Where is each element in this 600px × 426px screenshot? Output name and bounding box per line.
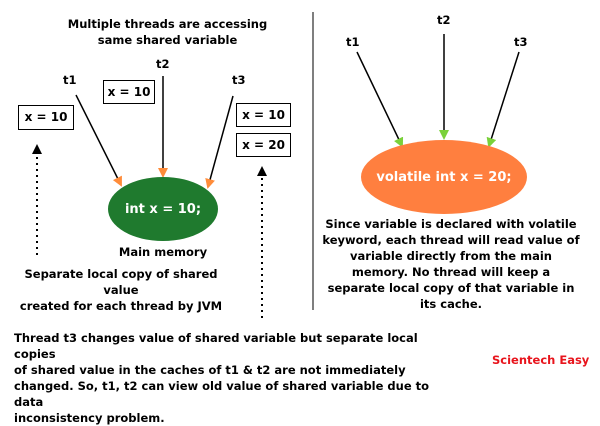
arrow-t1-left [75,94,122,187]
volatile-description-line: Since variable is declared with volatile [325,217,577,231]
diagram-lines [32,12,520,318]
brand-label: Scientech Easy [492,353,590,367]
thread-label-t1-left: t1 [63,73,77,87]
left-heading-line2: same shared variable [97,33,238,47]
volatile-description-line: its cache. [419,297,483,311]
bottom-explanation-line: changed. So, t1, t2 can view old value o… [14,379,430,409]
main-memory-value: int x = 10; [124,201,202,217]
thread-label-t1-right: t1 [346,35,360,49]
arrow-t1-right [356,51,404,148]
volatile-memory-value: volatile int x = 20; [376,169,512,185]
local-copy-box-t3-new: x = 20 [236,133,291,157]
local-copy-box-t1: x = 10 [18,105,74,130]
local-copy-caption-line2: created for each thread by JVM [19,299,223,313]
bottom-explanation-line: Thread t3 changes value of shared variab… [14,331,418,361]
bottom-explanation: Thread t3 changes value of shared variab… [14,330,454,426]
bottom-explanation-line: inconsistency problem. [14,411,165,425]
arrow-t3-right [486,51,520,148]
local-copy-box-t2: x = 10 [103,80,155,104]
volatile-description-line: memory. No thread will keep a [351,265,551,279]
thread-label-t2-right: t2 [437,13,451,27]
local-copy-box-t3-old: x = 10 [236,103,291,127]
left-heading-line1: Multiple threads are accessing [67,17,268,31]
main-memory-label: Main memory [118,245,208,259]
thread-label-t3-right: t3 [514,35,528,49]
volatile-description-line: variable directly from the main [350,249,552,263]
volatile-memory-ellipse: volatile int x = 20; [361,140,527,214]
volatile-description: Since variable is declared with volatile… [320,216,582,312]
volatile-description-line: separate local copy of that variable in [327,281,575,295]
local-copy-caption-line1: Separate local copy of shared value [24,267,218,297]
main-memory-ellipse: int x = 10; [108,177,218,241]
volatile-description-line: keyword, each thread will read value of [322,233,580,247]
bottom-explanation-line: of shared value in the caches of t1 & t2… [14,363,406,377]
arrow-t3-left [205,95,234,189]
thread-label-t2-left: t2 [156,57,170,71]
left-heading: Multiple threads are accessing same shar… [40,16,295,48]
local-copy-caption: Separate local copy of shared value crea… [6,266,236,314]
thread-label-t3-left: t3 [232,73,246,87]
